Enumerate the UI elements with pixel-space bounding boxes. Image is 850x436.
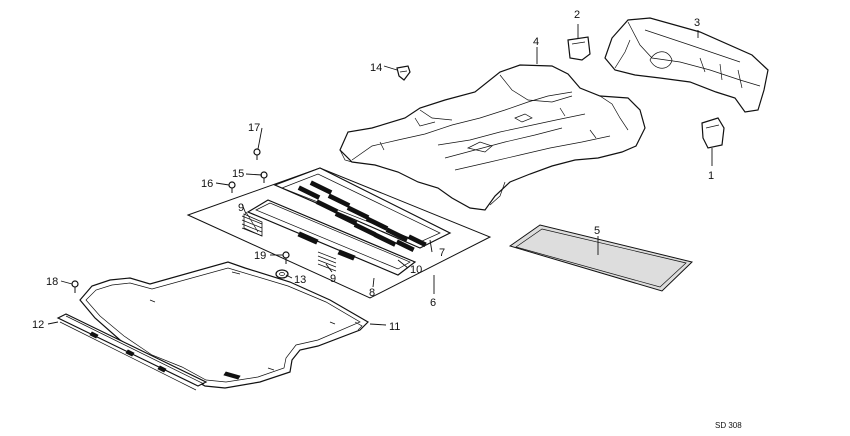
part-9-spring-right [317, 251, 337, 272]
callout-15: 15 [232, 168, 244, 180]
callout-6: 6 [430, 297, 436, 309]
callout-11: 11 [389, 321, 400, 333]
drawing-code: SD 308 [715, 421, 742, 430]
callout-17: 17 [248, 122, 260, 134]
part-2-bracket [567, 36, 591, 61]
callout-3: 3 [694, 17, 700, 29]
callout-5: 5 [594, 225, 600, 237]
callout-numbers: 2 3 4 1 5 6 7 8 9 9 10 11 12 13 14 15 16… [32, 9, 714, 333]
callout-12: 12 [32, 319, 44, 331]
part-1-bracket [701, 117, 725, 149]
part-3-rear-lining [604, 17, 769, 113]
callout-13: 13 [294, 274, 306, 286]
callout-16: 16 [201, 178, 213, 190]
part-7-slatted-board [273, 167, 452, 253]
callout-9-left: 9 [238, 202, 244, 214]
part-8-rail [246, 199, 417, 276]
callout-2: 2 [574, 9, 580, 21]
callout-7: 7 [439, 247, 445, 259]
part-17-screw [253, 148, 261, 160]
callout-9-right: 9 [330, 273, 336, 285]
part-16-screw [228, 181, 236, 193]
part-12-trim-bar [56, 313, 208, 391]
part-15-screw [260, 171, 268, 183]
callout-8: 8 [369, 287, 375, 299]
callout-18: 18 [46, 276, 58, 288]
part-13-nut [275, 269, 289, 279]
part-5-mat [508, 224, 693, 292]
callout-4: 4 [533, 36, 539, 48]
part-14-clip [396, 65, 411, 81]
callout-14: 14 [370, 62, 382, 74]
part-9-spring-left [241, 211, 263, 237]
callout-10: 10 [410, 264, 422, 276]
part-4-floor-carpet [339, 64, 646, 211]
part-6-group-outline [186, 167, 492, 299]
callout-19: 19 [254, 250, 266, 262]
leader-lines [47, 24, 713, 326]
part-19-screw [282, 251, 290, 264]
callout-1: 1 [708, 170, 714, 182]
part-18-screw [71, 280, 79, 293]
part-11-trunk-mat [79, 261, 369, 389]
